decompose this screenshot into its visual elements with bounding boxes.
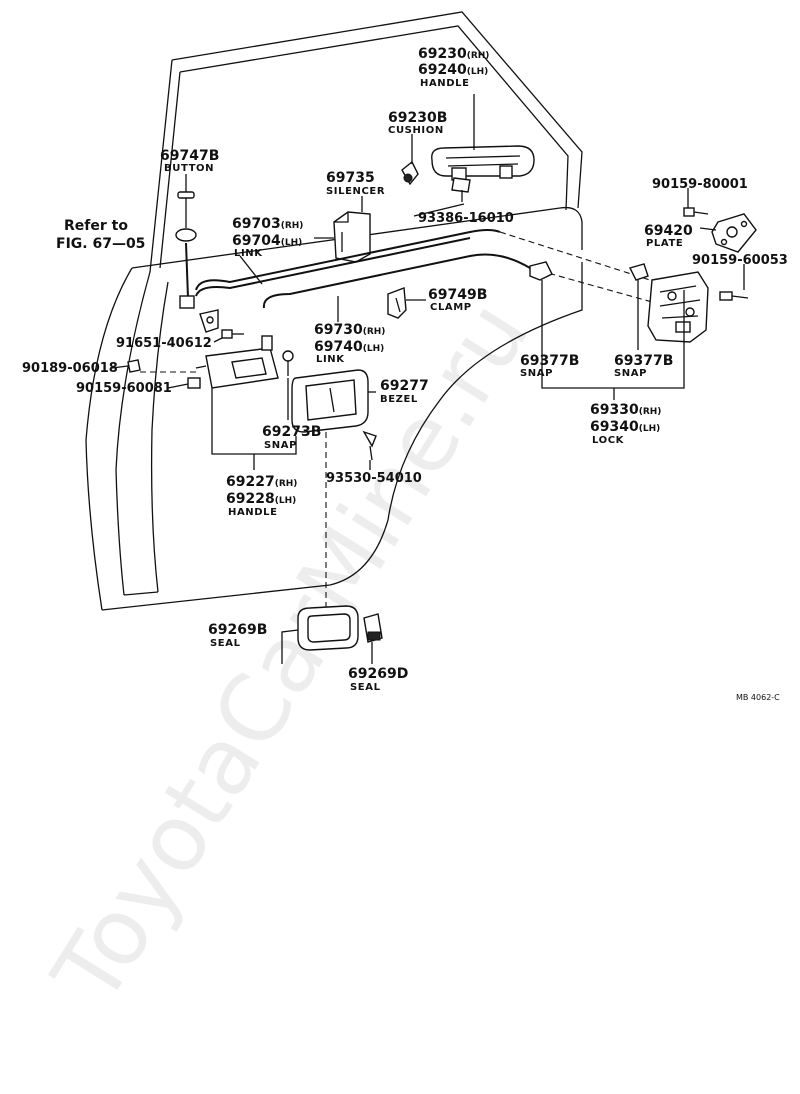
outer-handle-part	[431, 145, 535, 181]
bracket-screw-part	[221, 329, 244, 339]
seal-d-part	[363, 613, 383, 643]
part-name-silencer: SILENCER	[326, 186, 385, 197]
silencer-part	[333, 211, 371, 263]
plate-bolt-part	[683, 207, 709, 217]
plate-part	[711, 213, 757, 253]
leader-lines	[111, 94, 745, 664]
outer-handle-screw-part	[451, 177, 471, 202]
door-panel-outline	[85, 206, 583, 611]
reference-note-line2: FIG. 67—05	[56, 236, 145, 252]
part-number-silencer: 69735	[326, 170, 375, 186]
part-number-nut-90189: 90189-06018	[22, 361, 118, 376]
part-name-bezel: BEZEL	[380, 394, 418, 405]
part-name-snap-right: SNAP	[614, 368, 647, 379]
part-name-seal-b: SEAL	[210, 638, 241, 649]
part-name-link: LINK	[234, 248, 263, 259]
part-number-screw-93386: 93386-16010	[418, 211, 514, 226]
lock-bolt-part	[719, 291, 749, 301]
part-name-link2: LINK	[316, 354, 345, 365]
part-name-clamp: CLAMP	[430, 302, 472, 313]
part-name-outer-handle: HANDLE	[420, 78, 470, 89]
part-name-lock: LOCK	[592, 435, 625, 446]
part-number-clamp: 69749B	[428, 287, 487, 303]
bezel-screw-part	[362, 430, 377, 461]
inner-snap-part	[282, 350, 294, 376]
figure-code: MB 4062-C	[736, 693, 780, 702]
part-number-bolt-60053: 90159-60053	[692, 253, 788, 268]
part-number-link-rh: 69703(RH)	[232, 216, 303, 232]
part-number-inner-snap: 69273B	[262, 424, 321, 440]
part-number-bezel: 69277	[380, 378, 429, 394]
link-bracket-part	[199, 309, 219, 333]
part-number-lock-rh: 69330(RH)	[590, 402, 661, 418]
part-number-bolt-60081: 90159-60081	[76, 381, 172, 396]
part-name-seal-d: SEAL	[350, 682, 381, 693]
door-window-frame	[149, 11, 583, 273]
clamp-part	[387, 287, 407, 319]
part-number-outer-handle-lh: 69240(LH)	[418, 62, 488, 78]
part-number-inner-handle-lh: 69228(LH)	[226, 491, 296, 507]
nut-part	[127, 359, 141, 373]
part-name-inner-snap: SNAP	[264, 440, 297, 451]
snap-left-part	[529, 261, 553, 281]
part-number-link-lh: 69704(LH)	[232, 233, 302, 249]
part-name-inner-handle: HANDLE	[228, 507, 278, 518]
part-name-plate: PLATE	[646, 238, 683, 249]
handle-bolt-part	[187, 377, 201, 389]
lock-button-part	[175, 191, 197, 309]
part-number-button: 69747B	[160, 148, 219, 164]
part-number-bolt-80001: 90159-80001	[652, 177, 748, 192]
part-number-snap-right: 69377B	[614, 353, 673, 369]
part-number-seal-b: 69269B	[208, 622, 267, 638]
reference-note-line1: Refer to	[64, 218, 128, 234]
part-number-cushion: 69230B	[388, 110, 447, 126]
part-number-screw-93530: 93530-54010	[326, 471, 422, 486]
seal-b-part	[297, 605, 359, 651]
part-number-snap-left: 69377B	[520, 353, 579, 369]
part-name-cushion: CUSHION	[388, 125, 444, 136]
part-number-seal-d: 69269D	[348, 666, 408, 682]
part-name-snap-left: SNAP	[520, 368, 553, 379]
part-number-lock-lh: 69340(LH)	[590, 419, 660, 435]
part-number-link2-lh: 69740(LH)	[314, 339, 384, 355]
part-number-inner-handle-rh: 69227(RH)	[226, 474, 297, 490]
inner-handle-part	[195, 335, 279, 389]
bezel-part	[291, 369, 369, 433]
part-number-link2-rh: 69730(RH)	[314, 322, 385, 338]
door-lock-assembly-part	[647, 271, 709, 343]
cushion-part	[401, 160, 419, 186]
part-number-plate: 69420	[644, 223, 693, 239]
part-number-outer-handle-rh: 69230(RH)	[418, 46, 489, 62]
snap-right-part	[628, 263, 649, 281]
part-number-screw-91651: 91651-40612	[116, 336, 212, 351]
part-name-button: BUTTON	[164, 163, 214, 174]
